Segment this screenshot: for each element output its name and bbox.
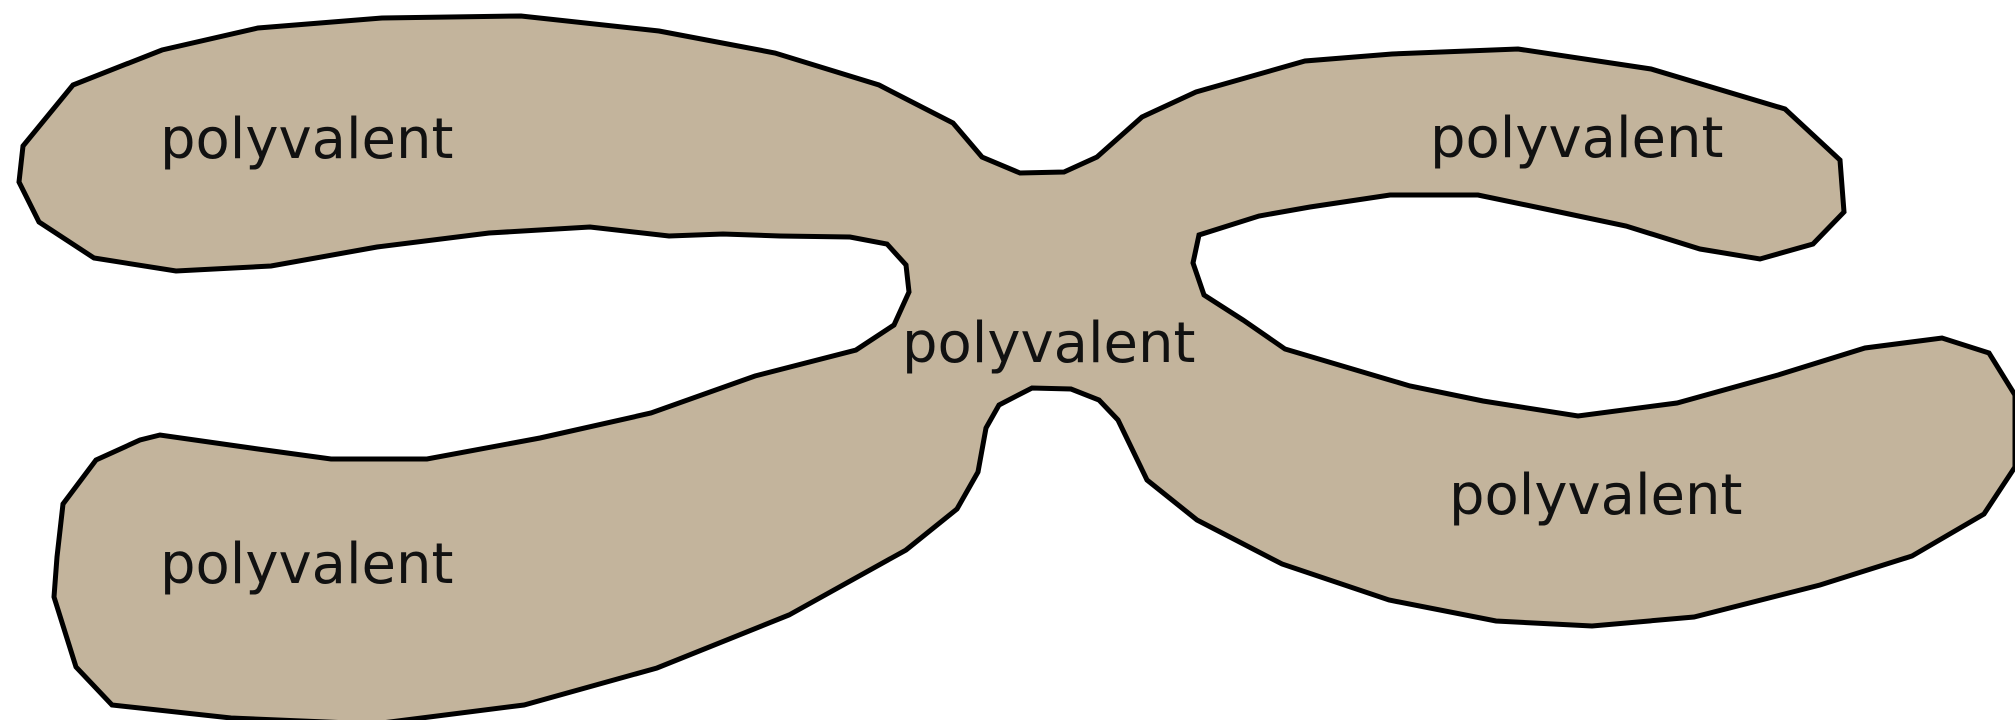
- label-lower-left: polyvalent: [160, 532, 453, 597]
- label-center: polyvalent: [902, 311, 1195, 376]
- label-upper-right: polyvalent: [1430, 106, 1723, 171]
- label-upper-left: polyvalent: [160, 107, 453, 172]
- label-lower-right: polyvalent: [1449, 463, 1742, 528]
